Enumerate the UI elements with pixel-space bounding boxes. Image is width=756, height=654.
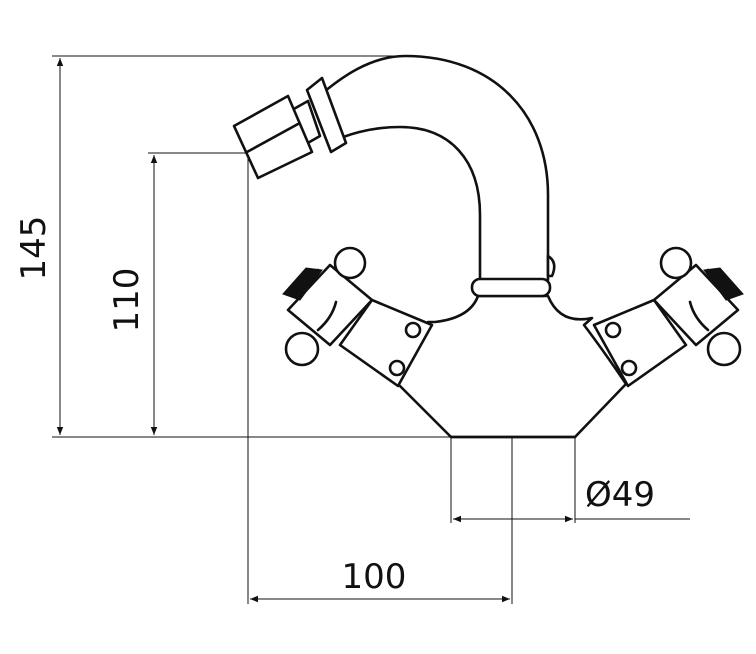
right-handle-cross — [652, 263, 740, 347]
dimension-label-diameter: Ø49 — [585, 475, 655, 515]
spout-knob — [546, 254, 556, 278]
right-valve-body — [592, 298, 688, 388]
right-handle — [592, 246, 744, 388]
spout-head-ring — [305, 76, 348, 154]
dimension-label-100: 100 — [342, 557, 407, 597]
faucet-outline — [232, 54, 744, 439]
faucet-base — [396, 294, 628, 439]
left-handle — [282, 246, 434, 388]
dimension-label-145: 145 — [14, 216, 54, 281]
faucet-spout — [316, 54, 550, 282]
dimension-label-110: 110 — [107, 268, 147, 333]
spout-collar — [470, 277, 552, 298]
left-handle-cross — [286, 263, 374, 347]
left-valve-body — [338, 298, 434, 388]
